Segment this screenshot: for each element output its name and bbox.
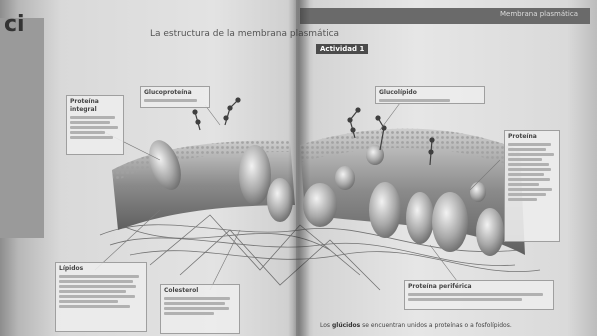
book-gutter-shadow xyxy=(288,0,310,336)
callout-proteina: Proteína xyxy=(504,130,560,242)
callout-glucolipido: Glucolípido xyxy=(375,86,485,104)
callout-glucoproteina: Glucoproteína xyxy=(140,86,210,108)
callout-colesterol: Colesterol xyxy=(160,284,240,334)
figure-caption: Los glúcidos se encuentran unidos a prot… xyxy=(320,322,512,329)
callout-lipidos: Lípidos xyxy=(55,262,147,332)
callout-proteina-integral: Proteína integral xyxy=(66,95,124,155)
callout-proteina-periferica: Proteína periférica xyxy=(404,280,554,310)
